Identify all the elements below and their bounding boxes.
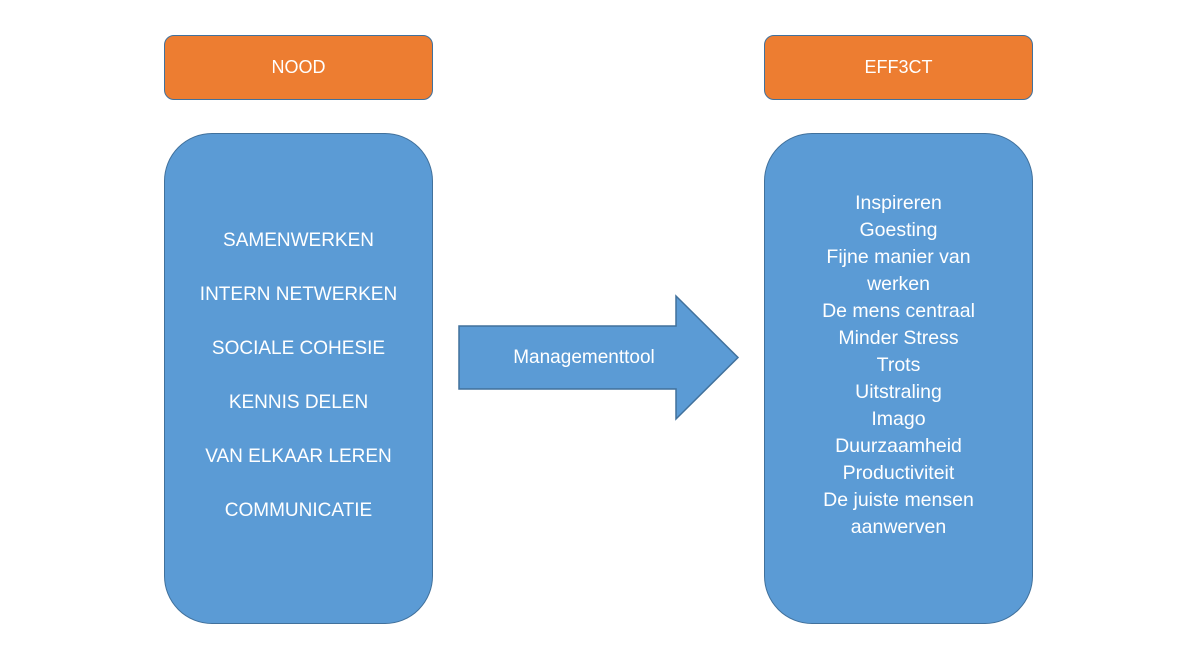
effect-item: Productiviteit: [842, 462, 955, 484]
effect-item: Duurzaamheid: [835, 435, 962, 457]
need-item: SAMENWERKEN: [223, 230, 374, 251]
effect-header: EFF3CT: [764, 35, 1033, 100]
effect-item: De mens centraal: [822, 300, 975, 322]
need-item: KENNIS DELEN: [228, 392, 369, 413]
effect-item: Minder Stress: [838, 327, 959, 349]
effect-list: Inspireren Goesting Fijne manier van wer…: [765, 190, 1032, 541]
need-item: INTERN NETWERKEN: [199, 284, 398, 305]
need-list: SAMENWERKEN INTERN NETWERKEN SOCIALE COH…: [165, 227, 432, 551]
management-arrow: Managementtool: [457, 294, 741, 421]
arrow-shape: [458, 294, 740, 421]
arrow-body: [458, 294, 740, 421]
need-header: NOOD: [164, 35, 433, 100]
effect-item: De juiste mensen aanwerven: [823, 489, 974, 538]
effect-item: Goesting: [859, 219, 938, 241]
effect-panel: Inspireren Goesting Fijne manier van wer…: [764, 133, 1033, 624]
need-item: COMMUNICATIE: [224, 500, 373, 521]
effect-item: Fijne manier van werken: [826, 246, 971, 295]
need-item: VAN ELKAAR LEREN: [205, 446, 392, 467]
need-item: SOCIALE COHESIE: [211, 338, 386, 359]
effect-item: Imago: [871, 408, 926, 430]
arrow-label: Managementtool: [513, 347, 655, 368]
effect-item: Trots: [876, 354, 921, 376]
effect-item: Uitstraling: [855, 381, 942, 403]
effect-item: Inspireren: [855, 192, 942, 214]
effect-header-label: EFF3CT: [864, 57, 933, 77]
need-panel: SAMENWERKEN INTERN NETWERKEN SOCIALE COH…: [164, 133, 433, 624]
need-header-label: NOOD: [271, 57, 326, 77]
